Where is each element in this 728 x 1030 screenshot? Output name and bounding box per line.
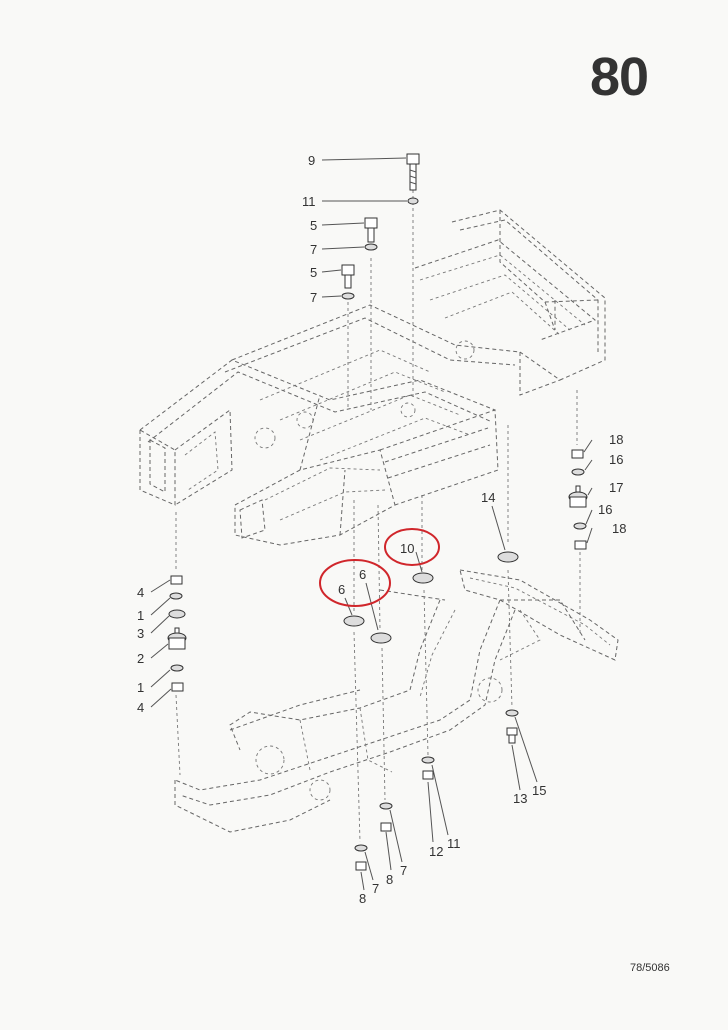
rubber-pad-icon xyxy=(497,551,519,563)
bolt-9-icon xyxy=(406,153,420,191)
rubber-pad-icon xyxy=(412,572,434,584)
nut-icon xyxy=(380,822,392,832)
callout-17: 17 xyxy=(609,480,623,495)
washer-icon xyxy=(341,292,355,300)
callout-14: 14 xyxy=(481,490,495,505)
callout-12: 12 xyxy=(429,844,443,859)
nut-icon xyxy=(574,540,587,550)
nut-icon xyxy=(171,682,184,692)
nut-icon xyxy=(170,575,183,585)
callout-5: 5 xyxy=(310,218,317,233)
callout-10: 10 xyxy=(400,541,414,556)
callout-7: 7 xyxy=(310,242,317,257)
washer-icon xyxy=(354,844,368,852)
highlight-circles xyxy=(319,528,440,607)
bolt-5-icon xyxy=(364,217,378,243)
callout-4: 4 xyxy=(137,700,144,715)
rubber-pad-icon xyxy=(343,615,365,627)
callout-18: 18 xyxy=(609,432,623,447)
callout-3: 3 xyxy=(137,626,144,641)
callout-16: 16 xyxy=(598,502,612,517)
callout-7: 7 xyxy=(310,290,317,305)
drawing-reference: 78/5086 xyxy=(630,962,670,974)
rubber-mount-icon xyxy=(167,627,187,650)
callout-6: 6 xyxy=(338,582,345,597)
washer-icon xyxy=(168,609,186,619)
nut-icon xyxy=(355,861,367,871)
bolt-13-icon xyxy=(506,727,518,744)
callout-1: 1 xyxy=(137,608,144,623)
washer-icon xyxy=(573,522,587,530)
rubber-mount-icon xyxy=(568,485,588,508)
washer-icon xyxy=(421,756,435,764)
nut-icon xyxy=(571,449,584,459)
callout-8: 8 xyxy=(386,872,393,887)
callout-18: 18 xyxy=(612,521,626,536)
washer-icon xyxy=(169,592,183,600)
hardware-parts xyxy=(167,153,588,871)
callout-13: 13 xyxy=(513,791,527,806)
callout-11: 11 xyxy=(447,836,461,851)
callout-numbers: 9 11 5 7 5 7 18 16 17 16 18 14 10 6 6 4 … xyxy=(137,153,626,906)
washer-icon xyxy=(379,802,393,810)
rubber-pad-icon xyxy=(370,632,392,644)
callout-8: 8 xyxy=(359,891,366,906)
callout-7: 7 xyxy=(372,881,379,896)
assembly-axis-lines xyxy=(175,190,581,843)
callout-4: 4 xyxy=(137,585,144,600)
callout-15: 15 xyxy=(532,783,546,798)
highlight-circle-10 xyxy=(384,528,440,566)
leader-lines xyxy=(150,157,593,891)
upper-body-frame xyxy=(139,209,606,546)
washer-icon xyxy=(505,709,519,717)
washer-icon xyxy=(571,468,585,476)
callout-2: 2 xyxy=(137,651,144,666)
washer-icon xyxy=(364,243,378,251)
page-number: 80 xyxy=(590,47,649,107)
highlight-circle-6 xyxy=(319,559,391,607)
callout-6: 6 xyxy=(359,567,366,582)
callout-1: 1 xyxy=(137,680,144,695)
bolt-5-icon xyxy=(341,264,355,289)
callout-9: 9 xyxy=(308,153,315,168)
callout-11: 11 xyxy=(302,194,316,209)
nut-icon xyxy=(422,770,434,780)
washer-icon xyxy=(170,664,184,672)
lower-chassis-frame xyxy=(174,569,619,833)
washer-icon xyxy=(407,197,419,205)
callout-7: 7 xyxy=(400,863,407,878)
callout-16: 16 xyxy=(609,452,623,467)
callout-5: 5 xyxy=(310,265,317,280)
